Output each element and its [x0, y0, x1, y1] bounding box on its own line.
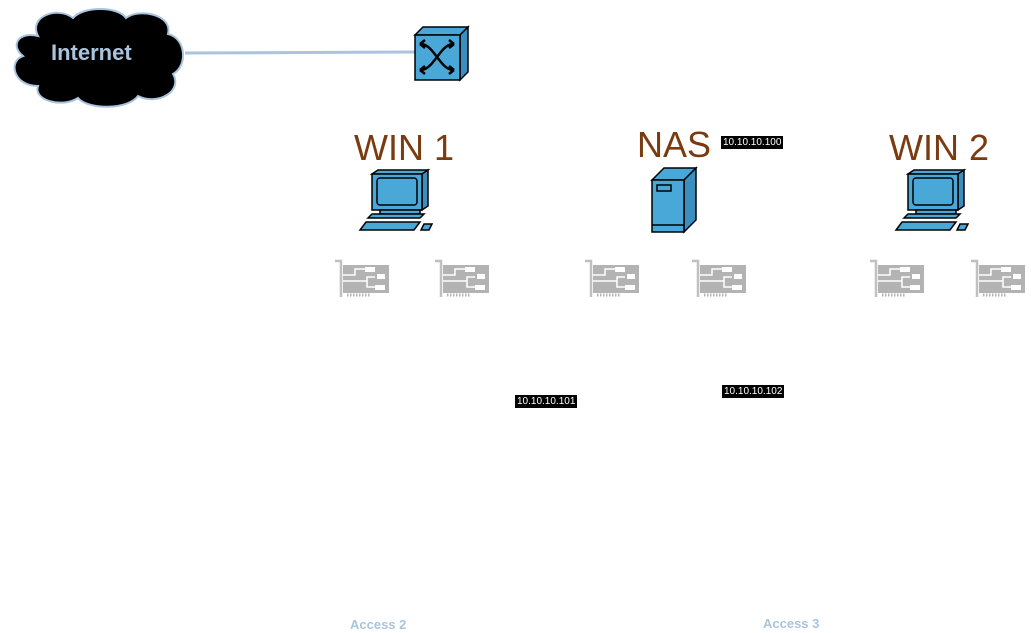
- win2-nic-2[interactable]: [967, 259, 1027, 299]
- network-card-icon: [581, 259, 641, 299]
- win2-label: WIN 2: [889, 127, 990, 168]
- win1-nic-1[interactable]: [331, 259, 391, 299]
- win2-nic-1[interactable]: [866, 259, 926, 299]
- internet-cloud[interactable]: Internet: [8, 6, 188, 108]
- network-card-icon: [688, 259, 748, 299]
- internet-switch-link: [184, 50, 419, 55]
- nas-label: NAS: [637, 124, 712, 165]
- nas-server[interactable]: [650, 166, 700, 234]
- win1-ip-tag: 10.10.10.101: [515, 395, 578, 408]
- nas-nic-1[interactable]: [581, 259, 641, 299]
- server-icon: [650, 166, 698, 234]
- network-card-icon: [967, 259, 1027, 299]
- computer-icon: [358, 168, 438, 238]
- network-card-icon: [431, 259, 491, 299]
- network-card-icon: [866, 259, 926, 299]
- win2-ip-tag: 10.10.10.102: [722, 385, 785, 398]
- win1-nic-2[interactable]: [431, 259, 491, 299]
- access-3-label: Access 3: [763, 616, 820, 631]
- win2-workstation[interactable]: [894, 168, 974, 238]
- nas-ip-tag: 10.10.10.100: [721, 136, 784, 149]
- network-switch[interactable]: [412, 24, 470, 82]
- nas-nic-2[interactable]: [688, 259, 748, 299]
- win1-workstation[interactable]: [358, 168, 438, 238]
- internet-label: Internet: [51, 40, 132, 65]
- win1-label: WIN 1: [354, 127, 455, 168]
- access-2-label: Access 2: [350, 617, 407, 632]
- cloud-icon: [13, 8, 184, 108]
- computer-icon: [894, 168, 974, 238]
- switch-icon: [413, 25, 470, 82]
- network-card-icon: [331, 259, 391, 299]
